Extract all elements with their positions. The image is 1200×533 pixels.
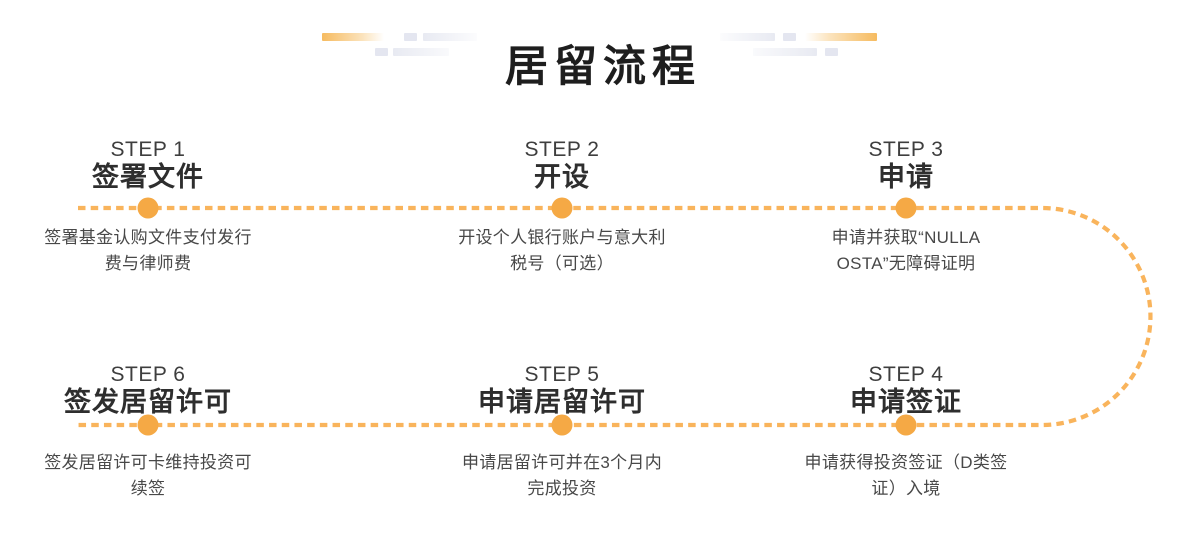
step-5: STEP 5 申请居留许可 申请居留许可并在3个月内 完成投资 bbox=[422, 363, 702, 502]
step-description: 开设个人银行账户与意大利 税号（可选） bbox=[458, 228, 666, 273]
step-dot bbox=[895, 197, 917, 219]
step-description: 申请居留许可并在3个月内 完成投资 bbox=[461, 453, 663, 498]
step-label: STEP 2 bbox=[524, 138, 600, 161]
decor-square bbox=[404, 33, 417, 41]
step-label: STEP 1 bbox=[110, 138, 186, 161]
step-title: 开设 bbox=[534, 162, 590, 192]
step-label: STEP 3 bbox=[868, 138, 944, 161]
decor-square bbox=[825, 48, 838, 56]
decor-square bbox=[783, 33, 796, 41]
step-description: 签署基金认购文件支付发行 费与律师费 bbox=[44, 228, 252, 273]
step-title: 签发居留许可 bbox=[64, 387, 232, 417]
page-title: 居留流程 bbox=[505, 42, 701, 91]
decor-gray-bar bbox=[393, 48, 449, 56]
decor-gray-bar bbox=[720, 33, 775, 41]
step-3: STEP 3 申请 申请并获取“NULLA OSTA”无障碍证明 bbox=[766, 138, 1046, 277]
decor-gray-bar bbox=[753, 48, 817, 56]
decor-orange-bar-right bbox=[805, 33, 877, 41]
decor-square bbox=[375, 48, 388, 56]
decor-gray-bar bbox=[423, 33, 477, 41]
step-label: STEP 5 bbox=[524, 363, 600, 386]
step-2: STEP 2 开设 开设个人银行账户与意大利 税号（可选） bbox=[422, 138, 702, 277]
step-dot bbox=[895, 414, 917, 436]
step-1: STEP 1 签署文件 签署基金认购文件支付发行 费与律师费 bbox=[8, 138, 288, 277]
step-dot bbox=[137, 414, 159, 436]
step-dot bbox=[551, 414, 573, 436]
step-title: 申请居留许可 bbox=[478, 387, 646, 417]
dotted-line bbox=[78, 205, 1153, 428]
step-description: 申请并获取“NULLA OSTA”无障碍证明 bbox=[831, 228, 981, 273]
step-dot bbox=[551, 197, 573, 219]
step-title: 签署文件 bbox=[92, 162, 204, 192]
step-title: 申请 bbox=[878, 162, 934, 192]
step-dot bbox=[137, 197, 159, 219]
step-description: 签发居留许可卡维持投资可 续签 bbox=[44, 453, 252, 498]
step-label: STEP 6 bbox=[110, 363, 186, 386]
step-label: STEP 4 bbox=[868, 363, 944, 386]
step-title: 申请签证 bbox=[850, 387, 962, 417]
step-description: 申请获得投资签证（D类签 证）入境 bbox=[804, 453, 1008, 498]
step-4: STEP 4 申请签证 申请获得投资签证（D类签 证）入境 bbox=[766, 363, 1046, 502]
decor-orange-bar-left bbox=[322, 33, 384, 41]
step-6: STEP 6 签发居留许可 签发居留许可卡维持投资可 续签 bbox=[8, 363, 288, 502]
